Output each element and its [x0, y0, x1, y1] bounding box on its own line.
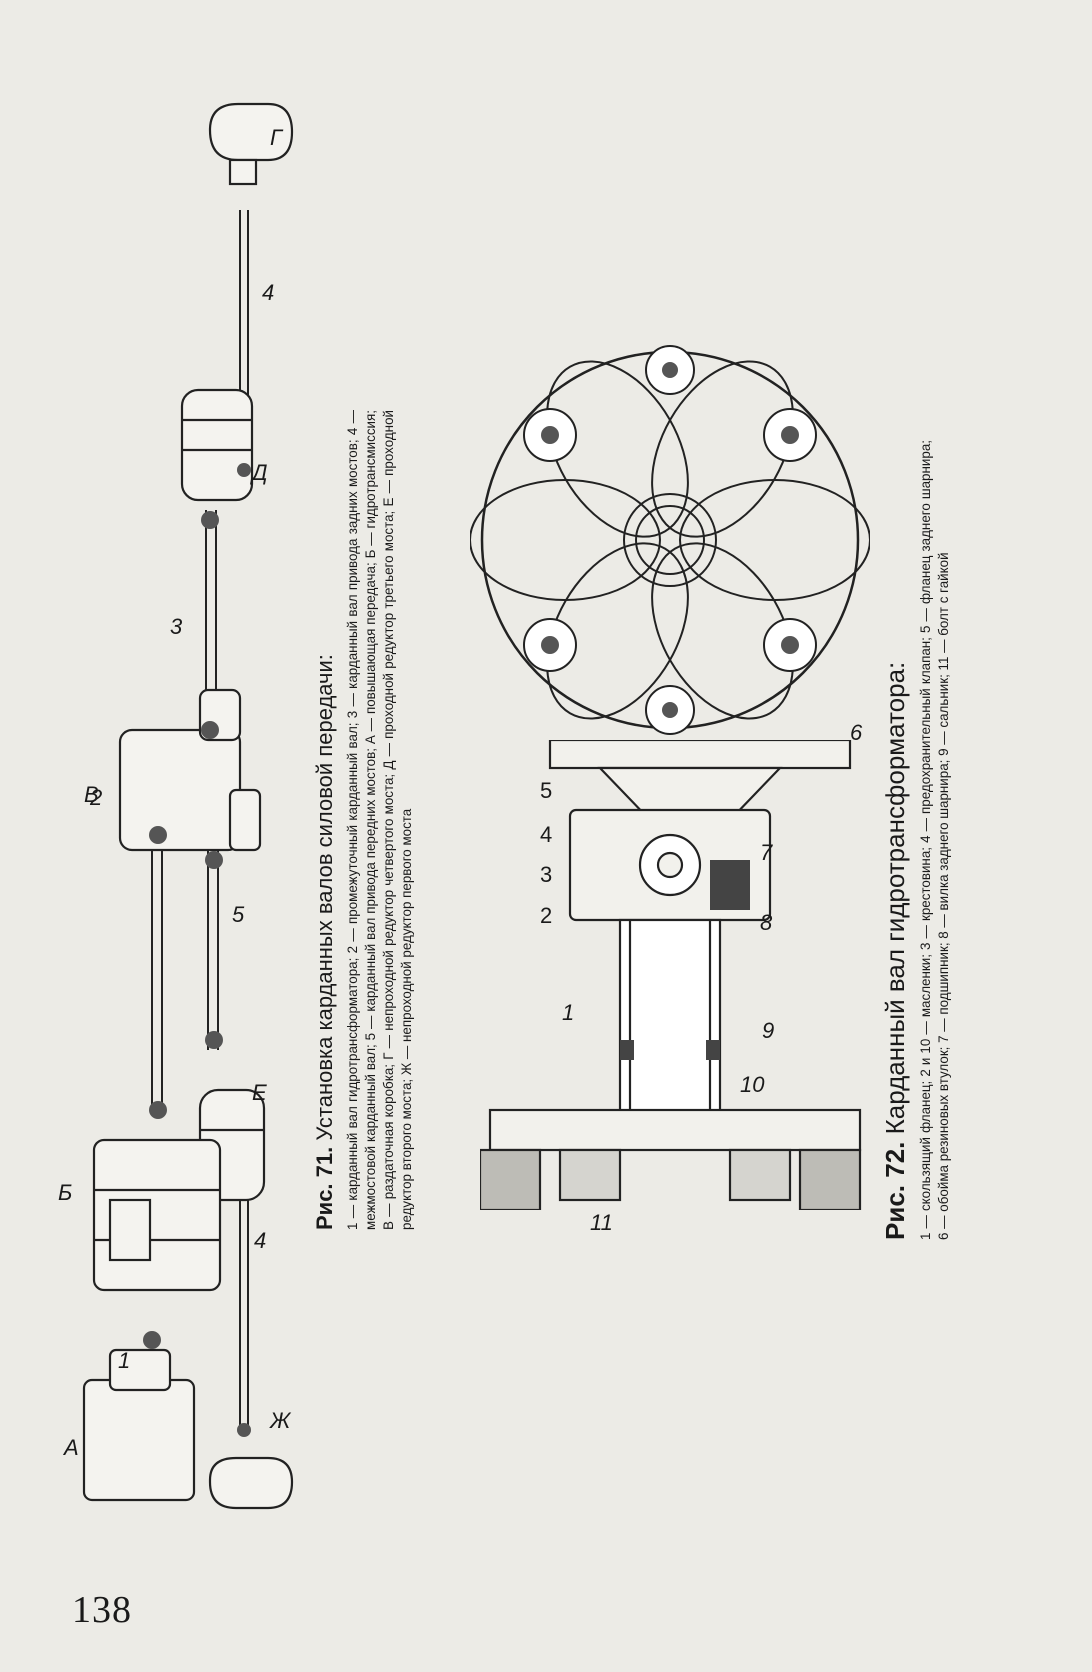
fig71-label-5: 5: [232, 902, 245, 927]
fig71-label-1: 1: [118, 1348, 131, 1373]
reducer-d: [180, 388, 254, 502]
fig72-number: Рис. 72.: [880, 1141, 910, 1240]
fig72-label-2: 2: [540, 903, 553, 928]
fig72-caption: Рис. 72. Карданный вал гидротрансформато…: [880, 440, 953, 1240]
fig72-title: Карданный вал гидротрансформатора:: [880, 661, 910, 1135]
fig72-flange-drawing: [470, 345, 870, 735]
transfer-case-v: [118, 688, 262, 852]
fig72-label-4: 4: [540, 822, 553, 847]
fig71-title: Установка карданных валов силовой переда…: [312, 654, 337, 1141]
fig71-label-2: 2: [90, 785, 103, 810]
reducer-zh: [208, 1456, 294, 1510]
fig71-label-v: В: [84, 782, 99, 807]
hydrotransmission-b: [92, 1138, 222, 1292]
fig71-drawing: [82, 102, 294, 1510]
fig71-label-4b: 4: [254, 1228, 267, 1253]
fig71-number: Рис. 71.: [312, 1146, 337, 1230]
fig72-label-11: 11: [590, 1210, 613, 1235]
fig71-label-d: Д: [252, 460, 268, 485]
fig72-section-drawing: [480, 740, 862, 1210]
stepup-gear-a: [82, 1348, 196, 1502]
fig72-label-7: 7: [760, 840, 773, 865]
fig72-label-5: 5: [540, 778, 553, 803]
page-number: 138: [72, 1589, 132, 1631]
fig72-label-8: 8: [760, 910, 773, 935]
fig71-caption: Рис. 71. Установка карданных валов силов…: [312, 410, 416, 1230]
fig71-caption-title: Рис. 71. Установка карданных валов силов…: [312, 410, 338, 1230]
fig72-caption-title: Рис. 72. Карданный вал гидротрансформато…: [880, 440, 911, 1240]
fig71-label-e: Е: [252, 1080, 267, 1105]
fig72-label-9: 9: [762, 1018, 775, 1043]
fig71-label-zh: Ж: [270, 1408, 291, 1433]
fig72-label-1: 1: [562, 1000, 575, 1025]
fig72-legend: 1 — скользящий фланец; 2 и 10 — масленки…: [918, 440, 951, 1240]
fig71-label-g: Г: [270, 125, 282, 150]
fig72-label-10: 10: [740, 1072, 765, 1097]
fig71-label-4a: 4: [262, 280, 275, 305]
fig72-label-3: 3: [540, 862, 553, 887]
fig71-label-b: Б: [58, 1180, 73, 1205]
fig71-legend: 1 — карданный вал гидротрансформатора; 2…: [345, 410, 414, 1230]
reducer-g: [208, 102, 294, 186]
fig72-label-6: 6: [850, 720, 863, 745]
fig71-label-a: А: [64, 1435, 79, 1460]
fig71-label-3: 3: [170, 614, 183, 639]
